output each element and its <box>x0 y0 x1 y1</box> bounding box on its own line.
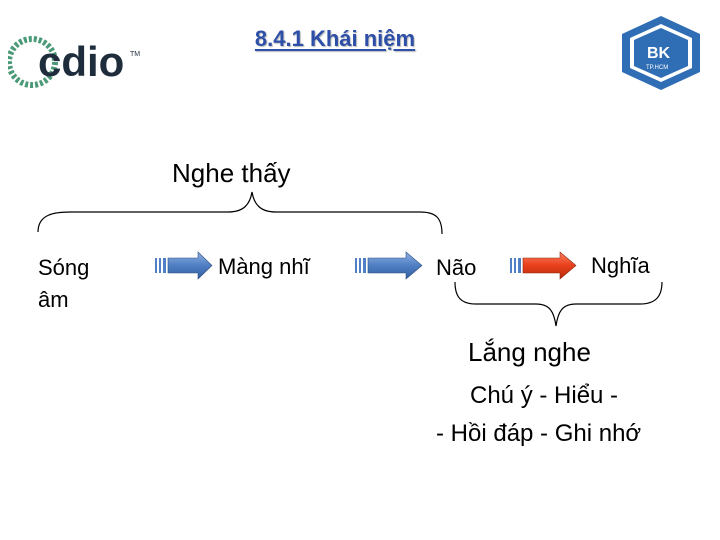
sound-wave-label-line1: Sóng <box>38 255 90 280</box>
listening-steps-line1: Chú ý - Hiểu - <box>470 382 619 409</box>
arrow-right-icon <box>355 251 423 280</box>
bk-logo-subtext: TP.HCM <box>646 65 668 71</box>
cdio-ring-icon <box>8 36 58 88</box>
sound-wave-label-line2: âm <box>38 287 69 312</box>
cdio-logo: cdio TM <box>8 36 140 88</box>
arrow-right-icon <box>155 251 213 280</box>
listening-label: Lắng nghe <box>468 337 591 367</box>
arrow-right-icon <box>510 251 577 280</box>
cdio-logo-text: cdio <box>38 38 124 85</box>
hearing-brace-icon <box>37 191 443 235</box>
listening-steps-line2: - Hồi đáp - Ghi nhớ <box>436 420 642 447</box>
listening-brace-icon <box>454 281 663 327</box>
bk-logo: BK TP.HCM <box>622 16 700 90</box>
hearing-label: Nghe thấy <box>172 158 291 188</box>
eardrum-label: Màng nhĩ <box>218 254 310 279</box>
sound-wave-label: Sóng âm <box>38 252 89 316</box>
slide-title: 8.4.1 Khái niệm <box>254 26 416 51</box>
meaning-label: Nghĩa <box>591 253 650 278</box>
cdio-logo-tm: TM <box>130 51 140 58</box>
brain-label: Não <box>436 255 477 280</box>
bk-hexagon-icon <box>622 16 700 90</box>
bk-logo-text: BK <box>647 45 671 62</box>
